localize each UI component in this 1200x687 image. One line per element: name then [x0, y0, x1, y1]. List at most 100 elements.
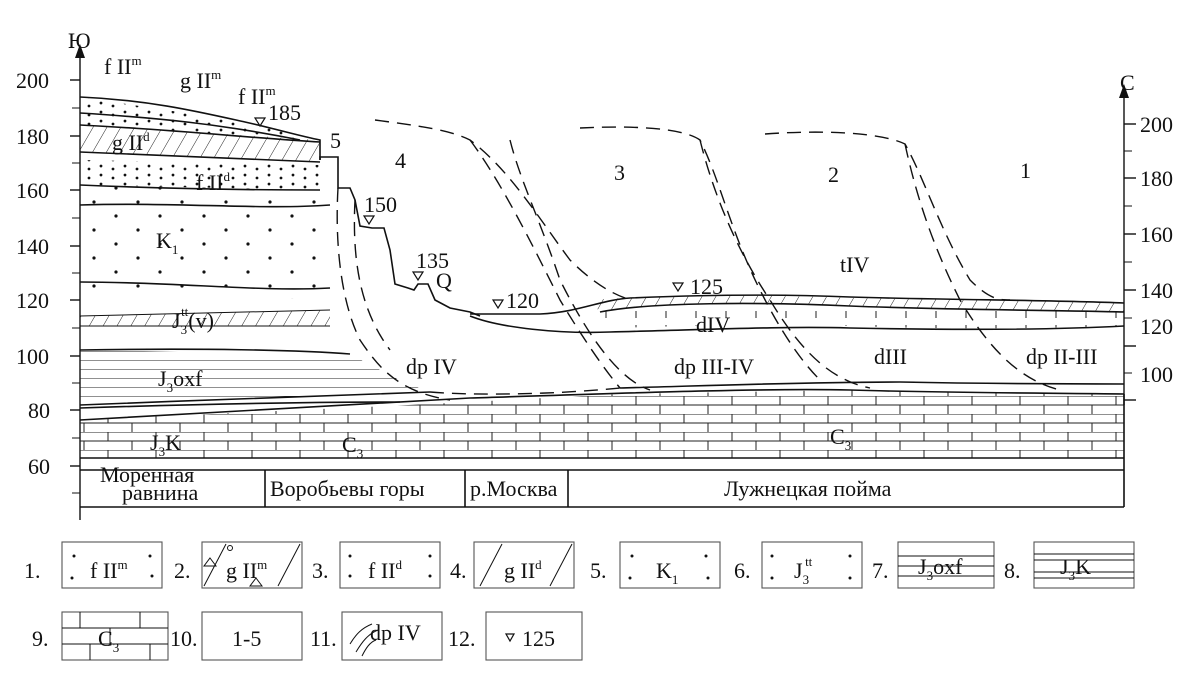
svg-text:f IIm: f IIm — [238, 83, 276, 109]
svg-text:g IId: g IId — [504, 557, 542, 583]
mark-185-label: 185 — [268, 100, 301, 125]
block-number: 4 — [395, 148, 406, 173]
right-tick-label: 200 — [1140, 112, 1173, 137]
base-frame — [80, 394, 1125, 508]
legend-number: 9. — [32, 626, 49, 651]
svg-text:J3K: J3K — [150, 430, 181, 459]
svg-text:C3: C3 — [342, 432, 363, 461]
block-number: 1 — [1020, 158, 1031, 183]
legend-number: 7. — [872, 558, 889, 583]
right-tick-label: 120 — [1140, 314, 1173, 339]
div-label: dIV — [696, 312, 730, 337]
legend-swatch-blocks — [201, 611, 303, 661]
mark-120-label: 120 — [506, 288, 539, 313]
legend-number: 3. — [312, 558, 329, 583]
j3tt-label: J — [172, 308, 181, 333]
right-tick-label: 180 — [1140, 166, 1173, 191]
left-tick-label: 80 — [28, 398, 50, 423]
block-number: 5 — [330, 128, 341, 153]
svg-text:J3tt: J3tt — [794, 554, 813, 587]
left-axis: Ю 200 180 160 140 120 100 80 60 — [16, 28, 91, 520]
mark-125-label: 125 — [690, 274, 723, 299]
legend-label: g II — [226, 558, 257, 583]
moraine-plain-label-1: Моренная — [100, 462, 194, 487]
mark-135-label: 135 — [416, 248, 449, 273]
f2d-label: f II — [196, 170, 223, 195]
section-labels: f IIm g IIm f IIm g IId f IId K1 J3tt(v)… — [100, 53, 1097, 505]
level-marker-icon — [491, 299, 505, 310]
diii-label: dIII — [874, 344, 907, 369]
right-tick-label: 100 — [1140, 362, 1173, 387]
right-axis: С 200 180 160 140 120 100 — [1119, 70, 1173, 405]
legend-number: 11. — [310, 626, 337, 651]
legend-label: 1-5 — [232, 626, 261, 651]
legend-number: 12. — [448, 626, 476, 651]
moraine-plain-label-2: равнина — [122, 480, 198, 505]
legend-number: 1. — [24, 558, 41, 583]
legend-label: J — [918, 554, 927, 579]
svg-text:J3K: J3K — [1060, 554, 1091, 583]
svg-text:f IIm: f IIm — [104, 53, 142, 79]
svg-text:J3oxf: J3oxf — [158, 366, 203, 395]
g2m-label: g II — [180, 68, 211, 93]
block-number: 3 — [614, 160, 625, 185]
g2d-label: g II — [112, 130, 143, 155]
svg-text:f IId: f IId — [368, 557, 402, 583]
legend-swatch-k1 — [619, 541, 721, 589]
legend-number: 6. — [734, 558, 751, 583]
legend-swatch-j3k — [1033, 541, 1135, 589]
svg-text:K1: K1 — [156, 228, 178, 257]
c3-left-label: C — [342, 432, 357, 457]
dp-iii-iv-label: dp III-IV — [674, 354, 754, 379]
moskva-river-label: р.Москва — [470, 476, 558, 501]
right-tick-label: 140 — [1140, 278, 1173, 303]
block-number: 2 — [828, 162, 839, 187]
svg-text:g IIm: g IIm — [180, 67, 221, 93]
level-marker-icon — [411, 271, 425, 282]
c3-limestone-layer — [79, 388, 1125, 458]
landslide-boundaries — [336, 119, 1061, 401]
legend-label: f II — [90, 558, 117, 583]
legend-swatch-j3oxf — [897, 541, 995, 589]
k1-label: K — [156, 228, 172, 253]
legend-swatch-j3tt — [761, 541, 863, 589]
left-tick-label: 200 — [16, 68, 49, 93]
legend-label: f II — [368, 558, 395, 583]
left-terrace-sequence — [79, 96, 331, 327]
north-direction-label: С — [1120, 70, 1135, 95]
legend-number: 10. — [170, 626, 198, 651]
svg-text:f IIm: f IIm — [90, 557, 128, 583]
right-tick-label: 160 — [1140, 222, 1173, 247]
svg-text:C3: C3 — [830, 424, 851, 453]
j3k-label: J — [150, 430, 159, 455]
left-tick-label: 60 — [28, 454, 50, 479]
legend-swatch-dp — [341, 611, 443, 661]
legend-label: J — [794, 558, 803, 583]
legend-label: J — [1060, 554, 1069, 579]
c3-right-label: C — [830, 424, 845, 449]
svg-text:K1: K1 — [656, 558, 678, 587]
mark-150-label: 150 — [364, 192, 397, 217]
legend-swatch-g2m — [201, 541, 303, 589]
legend-swatch-f2d — [339, 541, 441, 589]
svg-text:J3tt(v): J3tt(v) — [172, 304, 214, 337]
legend-number: 8. — [1004, 558, 1021, 583]
left-tick-label: 160 — [16, 178, 49, 203]
legend-swatch-level — [485, 611, 583, 661]
left-tick-label: 100 — [16, 344, 49, 369]
legend-label: K — [656, 558, 672, 583]
legend-label: 125 — [522, 626, 555, 651]
level-marker-icon — [504, 633, 516, 643]
svg-text:C3: C3 — [98, 626, 119, 655]
vorobyovy-gory-label: Воробьевы горы — [270, 476, 425, 501]
tiv-label: tIV — [840, 252, 869, 277]
left-tick-label: 140 — [16, 234, 49, 259]
q-label: Q — [436, 268, 452, 293]
f2m-mid-label: f II — [238, 84, 265, 109]
svg-text:J3oxf: J3oxf — [918, 554, 963, 583]
svg-text:g IId: g IId — [112, 129, 150, 155]
legend: 1. f IIm 2. g IIm 3. f IId 4. g IId 5. K… — [24, 541, 1135, 661]
luzhnetskaya-floodplain-label: Лужнецкая пойма — [724, 476, 892, 501]
legend-label: C — [98, 626, 113, 651]
left-tick-label: 180 — [16, 124, 49, 149]
